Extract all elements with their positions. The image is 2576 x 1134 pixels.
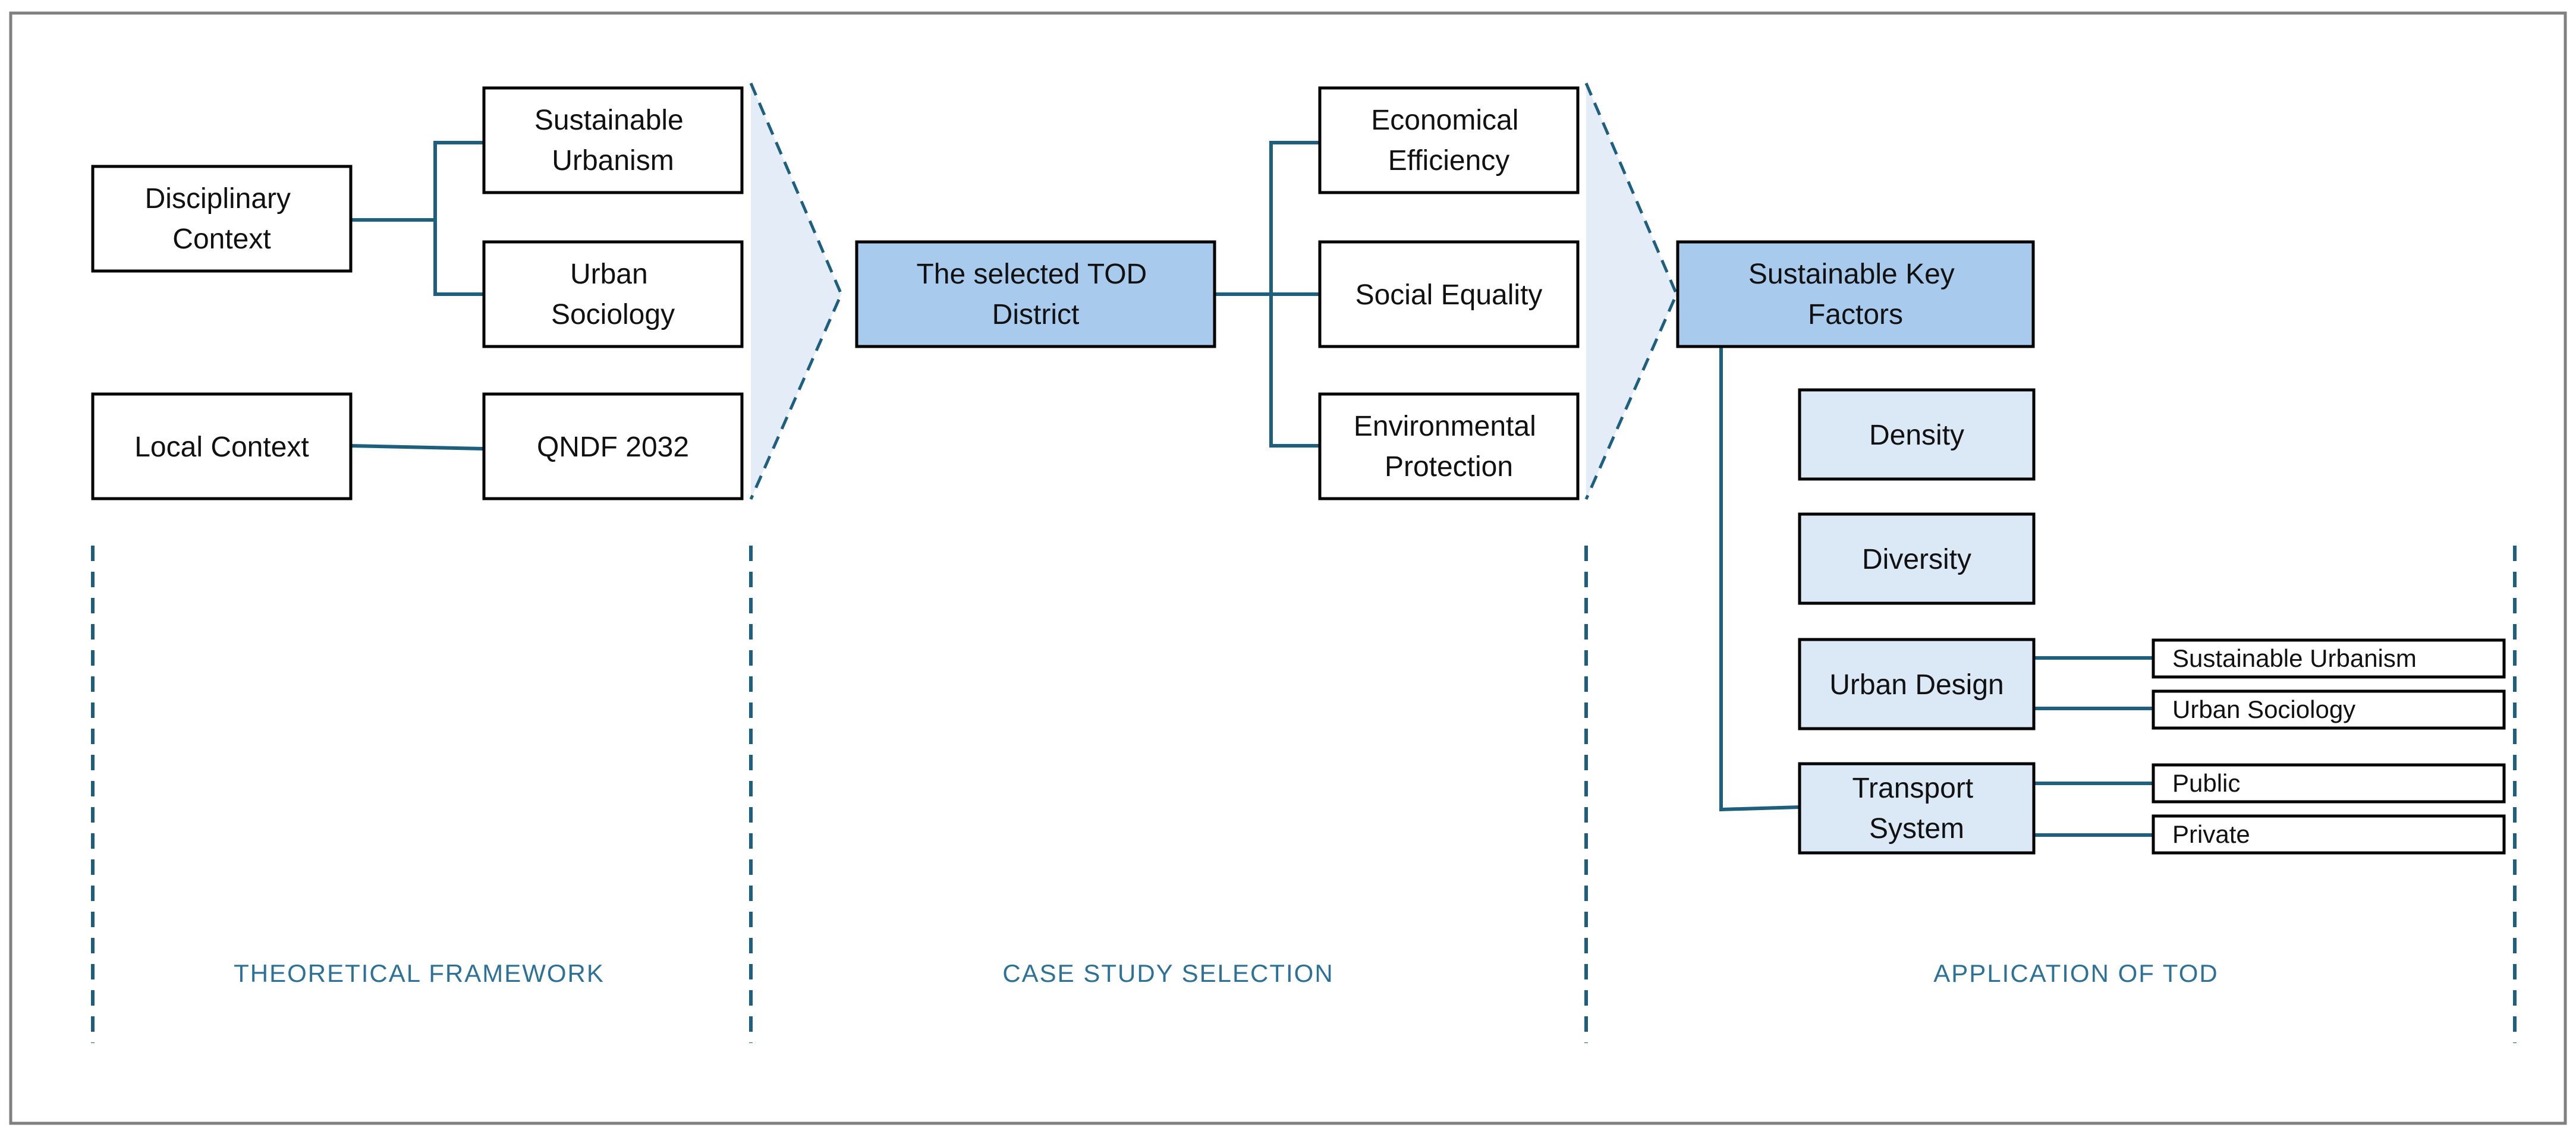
- label-local: Local Context: [134, 431, 309, 463]
- box-key-factors: [1676, 240, 2035, 348]
- box-social: [1318, 240, 1580, 348]
- label-env: Environmental Protection: [1354, 411, 1544, 483]
- box-density: [1798, 388, 2036, 481]
- box-transport: [1798, 762, 2036, 855]
- label-diversity: Diversity: [1862, 544, 1971, 575]
- label-ud-soc: Urban Sociology: [2172, 695, 2355, 723]
- label-key-factors: Sustainable Key Factors: [1748, 259, 1962, 330]
- box-qndf: [482, 392, 744, 500]
- label-disciplinary: Disciplinary Context: [145, 183, 299, 255]
- section-label-application: APPLICATION OF TOD: [1933, 959, 2218, 987]
- box-labels: Disciplinary Context Local Context Susta…: [134, 105, 2417, 848]
- label-ud-sust: Sustainable Urbanism: [2172, 644, 2417, 672]
- connector-local: [350, 444, 485, 451]
- stage-arrow-1-outline: [749, 83, 843, 500]
- label-urban-design: Urban Design: [1829, 669, 2003, 701]
- label-social: Social Equality: [1355, 279, 1543, 311]
- label-transport: Transport System: [1852, 773, 1981, 845]
- label-tr-private: Private: [2172, 820, 2250, 848]
- box-local: [91, 392, 353, 500]
- box-sust-urbanism: [482, 86, 744, 194]
- box-disciplinary: [91, 165, 353, 273]
- section-label-theoretical: THEORETICAL FRAMEWORK: [234, 959, 605, 987]
- box-tod-district: [855, 240, 1216, 348]
- stage-arrow-2: [1586, 83, 1677, 499]
- stage-arrow-2-outline: [1584, 83, 1678, 500]
- connector-key-factors: [1719, 346, 1800, 812]
- box-ud-soc: [2152, 689, 2506, 730]
- box-diversity: [1798, 512, 2036, 605]
- label-econ: Economical Efficiency: [1371, 105, 1526, 177]
- box-urban-design: [1798, 638, 2036, 730]
- box-env: [1318, 392, 1580, 500]
- connector-bracket-2: [1269, 141, 1320, 448]
- label-density: Density: [1869, 420, 1964, 451]
- box-econ: [1318, 86, 1580, 194]
- box-urban-sociology: [482, 240, 744, 348]
- boxes: [91, 86, 2506, 855]
- box-tr-public: [2152, 763, 2506, 804]
- label-tod-district: The selected TOD District: [916, 259, 1155, 330]
- box-ud-sust: [2152, 638, 2506, 679]
- box-tr-private: [2152, 814, 2506, 855]
- connector-bracket-1: [433, 141, 484, 296]
- stage-arrow-1: [751, 83, 841, 499]
- section-labels: THEORETICAL FRAMEWORK CASE STUDY SELECTI…: [234, 959, 2218, 987]
- label-sust-urbanism: Sustainable Urbanism: [534, 105, 691, 177]
- label-urban-sociology: Urban Sociology: [551, 259, 675, 330]
- label-tr-public: Public: [2172, 769, 2240, 797]
- connectors: [350, 141, 2153, 837]
- outer-frame: [9, 11, 2567, 1125]
- section-label-case: CASE STUDY SELECTION: [1002, 959, 1333, 987]
- label-qndf: QNDF 2032: [537, 431, 689, 463]
